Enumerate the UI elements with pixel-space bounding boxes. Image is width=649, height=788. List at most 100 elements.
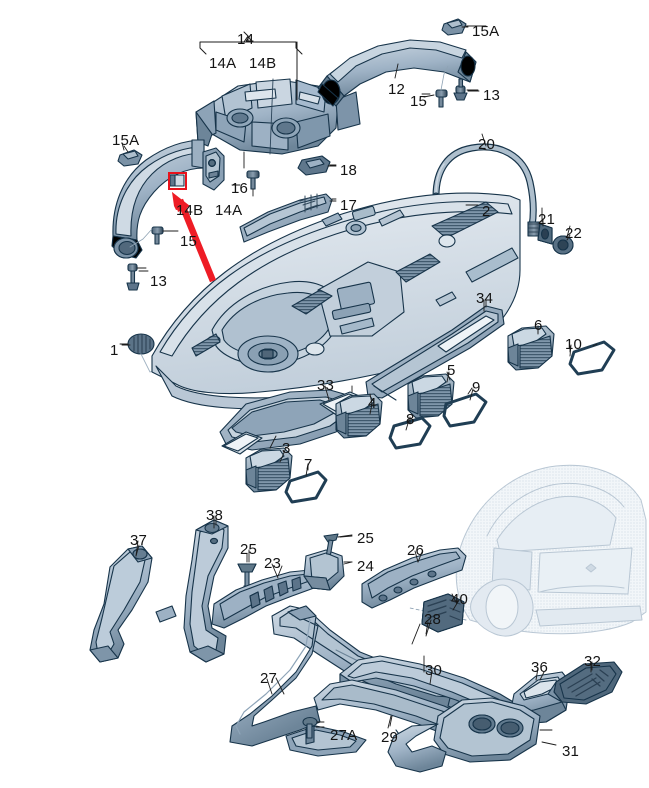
callout-label-37: 37	[130, 532, 148, 549]
part-15-bolt-left	[151, 226, 164, 245]
leader-24	[343, 561, 353, 565]
part-15A-clip-right	[441, 18, 467, 36]
leader-28	[425, 619, 432, 637]
callout-label-10: 10	[565, 336, 583, 353]
callout-label-23: 23	[264, 555, 282, 572]
part-17-defroster-grille	[239, 193, 333, 243]
leader-8	[405, 419, 410, 431]
callout-label-24: 24	[357, 558, 375, 575]
callout-label-14B-l: 14B	[176, 202, 204, 219]
leader-26	[414, 550, 419, 563]
callout-label-20: 20	[478, 136, 496, 153]
part-14B-clip-highlighted	[169, 174, 185, 187]
part-31-twin-duct	[387, 697, 541, 773]
part-21-nozzle	[527, 221, 553, 245]
leader-12	[394, 63, 399, 79]
part-38-duct	[183, 519, 229, 663]
part-26-duct	[361, 547, 467, 609]
callout-label-17: 17	[340, 197, 358, 214]
part-8-seal	[388, 416, 432, 450]
callout-label-14A-t: 14A	[209, 55, 237, 72]
callout-label-8: 8	[406, 411, 415, 428]
leader-40b	[452, 599, 460, 611]
callout-label-13-t: 13	[483, 87, 501, 104]
callout-label-2: 2	[482, 203, 491, 220]
leader-36	[535, 667, 539, 681]
leader-33	[324, 385, 330, 401]
callout-label-31: 31	[562, 743, 580, 760]
part-5-side-vent	[407, 373, 455, 419]
leader-5	[446, 371, 450, 383]
callout-label-36: 36	[531, 659, 549, 676]
part-25-pin-right	[323, 533, 339, 556]
leader-27	[266, 678, 273, 695]
callout-label-38: 38	[206, 507, 224, 524]
dashboard-assembly	[151, 192, 521, 410]
callout-label-27: 27	[260, 670, 278, 687]
callout-label-21: 21	[538, 211, 556, 228]
leader-37	[135, 540, 139, 557]
callout-label-40: 40	[451, 591, 469, 608]
part-4-side-vent	[335, 393, 383, 439]
part-9-seal	[442, 392, 488, 428]
part-40-grille	[421, 593, 465, 633]
callout-label-15A-t: 15A	[472, 23, 500, 40]
part-12-left-duct	[111, 139, 205, 259]
callout-label-26: 26	[407, 542, 425, 559]
leader-23	[271, 563, 279, 579]
leader-30	[429, 670, 433, 685]
callout-label-7: 7	[304, 456, 313, 473]
callout-label-3: 3	[282, 440, 291, 457]
leader-15A-left	[121, 142, 125, 151]
part-3-side-vent	[245, 447, 293, 493]
leader-7	[305, 463, 309, 477]
part-1-round-vent	[127, 333, 155, 355]
callout-label-32: 32	[584, 653, 602, 670]
part-22-grommet	[552, 235, 574, 255]
part-32-vent-grille	[547, 661, 623, 705]
callout-label-25-b: 25	[357, 530, 375, 547]
part-18-clip	[297, 155, 331, 176]
leader-22	[566, 234, 571, 241]
red-annotation-arrow	[172, 192, 217, 283]
callout-label-28: 28	[424, 611, 442, 628]
callout-label-22: 22	[565, 225, 583, 242]
callout-label-14B-t: 14B	[249, 55, 277, 72]
callout-label-33: 33	[317, 377, 335, 394]
part-37-duct	[89, 545, 177, 663]
leader-29	[387, 715, 392, 729]
callout-label-12: 12	[388, 81, 406, 98]
leader-15-right	[423, 94, 435, 98]
part-24-duct-piece	[303, 549, 345, 591]
part-13-bolt-right	[453, 78, 468, 101]
part-13-bolt-left	[126, 263, 140, 291]
part-14A-bracket	[202, 147, 225, 191]
callout-label-18: 18	[340, 162, 358, 179]
callout-label-14A-l: 14A	[215, 202, 243, 219]
callout-label-9: 9	[472, 379, 481, 396]
part-12-duct	[317, 39, 477, 107]
leader-4	[369, 403, 373, 415]
part-27A-bolt	[302, 716, 318, 739]
part-16-bolt	[246, 170, 260, 190]
callout-label-27A: 27A	[330, 727, 358, 744]
vehicle-ghost-outline	[455, 464, 647, 637]
part-34-trim-strip	[365, 305, 505, 401]
callout-label-5: 5	[447, 362, 456, 379]
part-10-seal	[568, 340, 616, 376]
callout-label-16: 16	[231, 180, 249, 197]
part-23-duct	[211, 569, 319, 629]
part-6-side-vent	[507, 325, 555, 371]
part-33-cluster-surround	[219, 389, 365, 455]
callout-label-15-t: 15	[410, 93, 428, 110]
leader-25-right	[339, 535, 353, 538]
callout-label-25-a: 25	[240, 541, 258, 558]
callout-label-13-l: 13	[150, 273, 168, 290]
part-15A-clip-left	[117, 149, 143, 167]
callout-label-15-l: 15	[180, 233, 198, 250]
leader-20	[481, 133, 487, 147]
callout-label-15A-l: 15A	[112, 132, 140, 149]
callout-label-34: 34	[476, 290, 494, 307]
